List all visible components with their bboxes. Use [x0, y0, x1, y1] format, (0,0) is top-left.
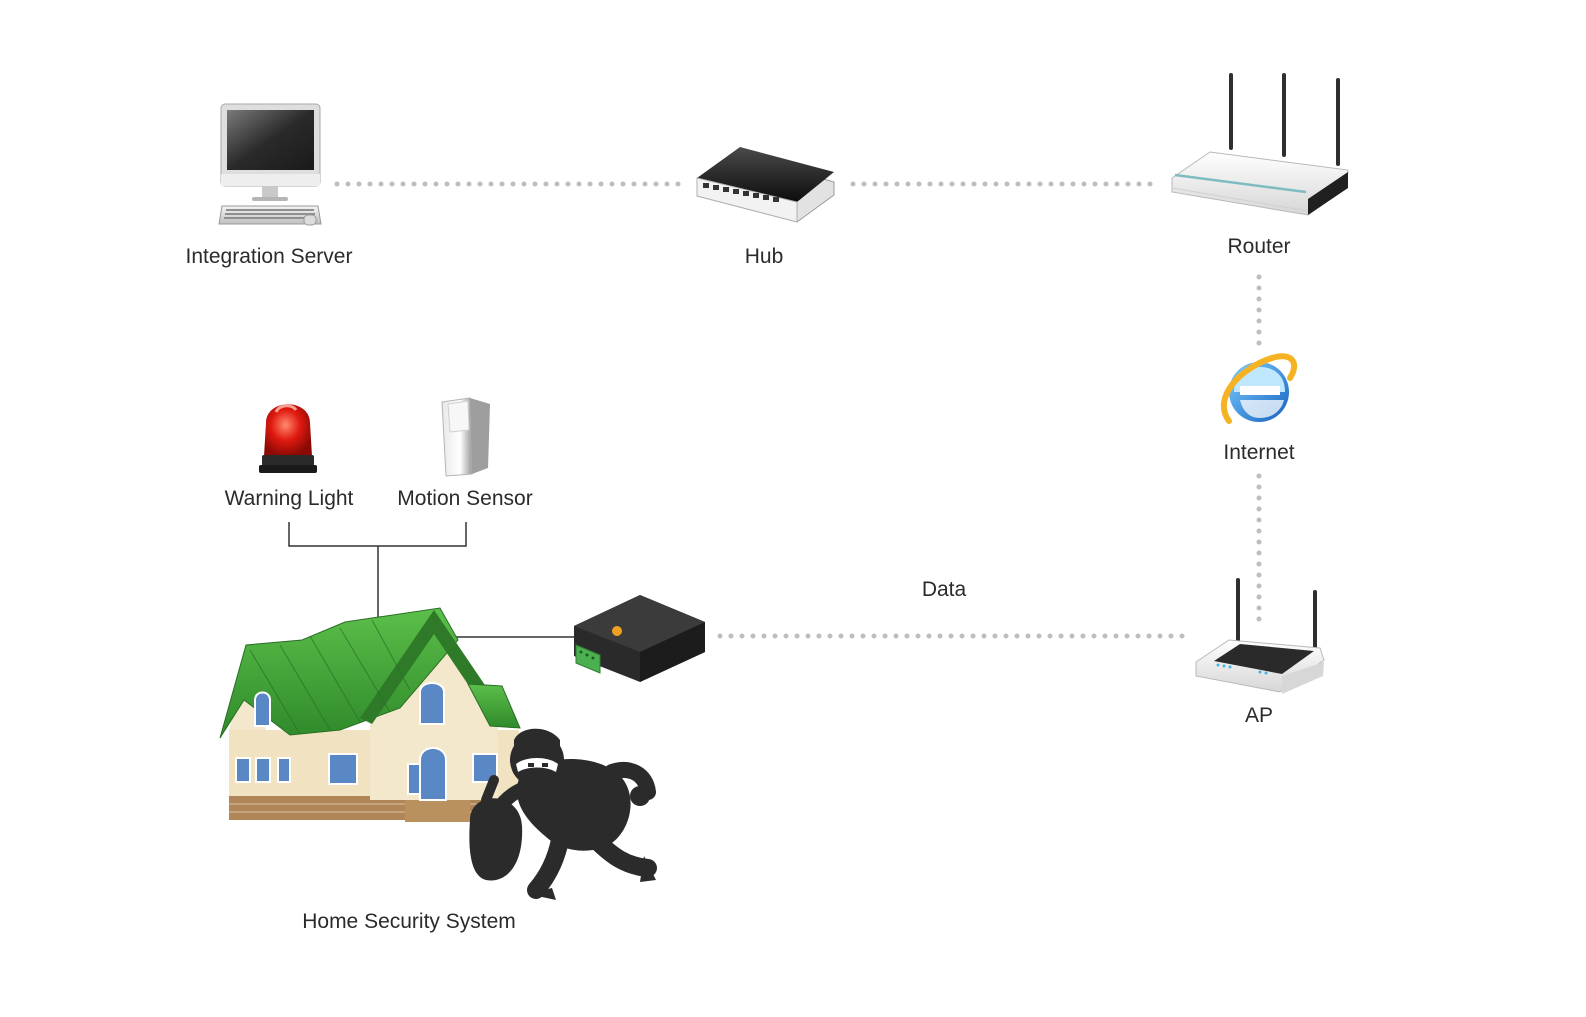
wireless-router-icon — [1171, 73, 1349, 216]
network-hub-icon — [696, 147, 835, 223]
desktop-computer-icon — [218, 103, 322, 226]
label-home-security-system: Home Security System — [302, 910, 516, 933]
burglar-icon — [469, 728, 657, 900]
label-ap: AP — [1245, 704, 1273, 727]
house-icon — [219, 607, 521, 822]
label-router: Router — [1227, 235, 1290, 258]
access-point-icon — [1195, 578, 1325, 694]
motion-sensor-icon — [441, 397, 490, 477]
label-internet: Internet — [1223, 441, 1294, 464]
io-controller-icon — [574, 595, 705, 682]
label-data-link: Data — [922, 578, 967, 601]
label-integration-server: Integration Server — [186, 245, 353, 268]
label-motion-sensor: Motion Sensor — [397, 487, 532, 510]
label-hub: Hub — [745, 245, 784, 268]
internet-explorer-icon — [1220, 353, 1298, 424]
label-warning-light: Warning Light — [225, 487, 354, 510]
red-beacon-icon — [259, 404, 317, 473]
